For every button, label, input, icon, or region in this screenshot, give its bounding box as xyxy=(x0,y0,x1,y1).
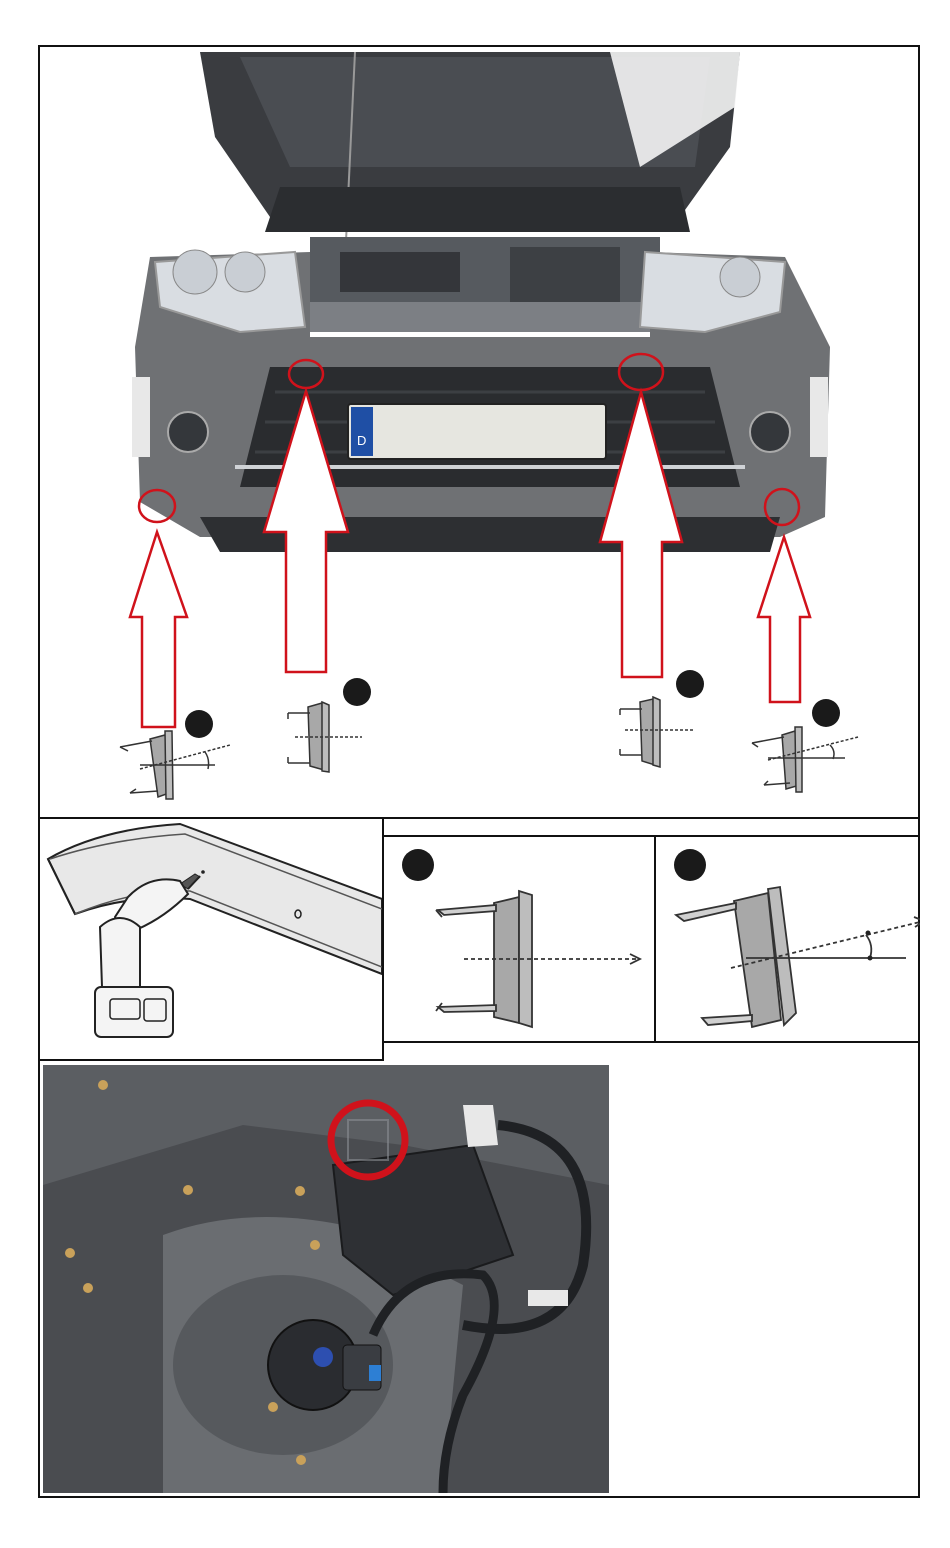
car-front-photo: D xyxy=(40,47,918,817)
detail-angled-panel xyxy=(654,835,922,1041)
step-marker-6 xyxy=(674,849,706,881)
bracket-mini-2 xyxy=(288,702,362,772)
drill-panel xyxy=(38,817,384,1061)
plate-country-code: D xyxy=(357,433,366,448)
sensor-bracket-angled-icon xyxy=(656,835,920,1041)
bracket-mini-4 xyxy=(752,727,858,792)
step-marker-3 xyxy=(676,670,704,698)
bracket-mini-1 xyxy=(120,731,230,799)
sensor-bracket-straight-icon xyxy=(384,835,654,1041)
step-marker-4 xyxy=(812,699,840,727)
step-marker-1 xyxy=(185,710,213,738)
arrow-4 xyxy=(758,537,810,702)
cordless-drill-icon xyxy=(40,819,382,1059)
bumper-interior-photo xyxy=(43,1065,609,1493)
detail-straight-panel xyxy=(384,835,654,1041)
arrow-1 xyxy=(130,532,187,727)
step-marker-2 xyxy=(343,678,371,706)
step-marker-5 xyxy=(402,849,434,881)
bracket-mini-3 xyxy=(620,697,695,767)
instruction-sheet: D xyxy=(38,45,920,1498)
divider-middle-top xyxy=(384,835,918,837)
divider-middle xyxy=(384,1041,918,1043)
